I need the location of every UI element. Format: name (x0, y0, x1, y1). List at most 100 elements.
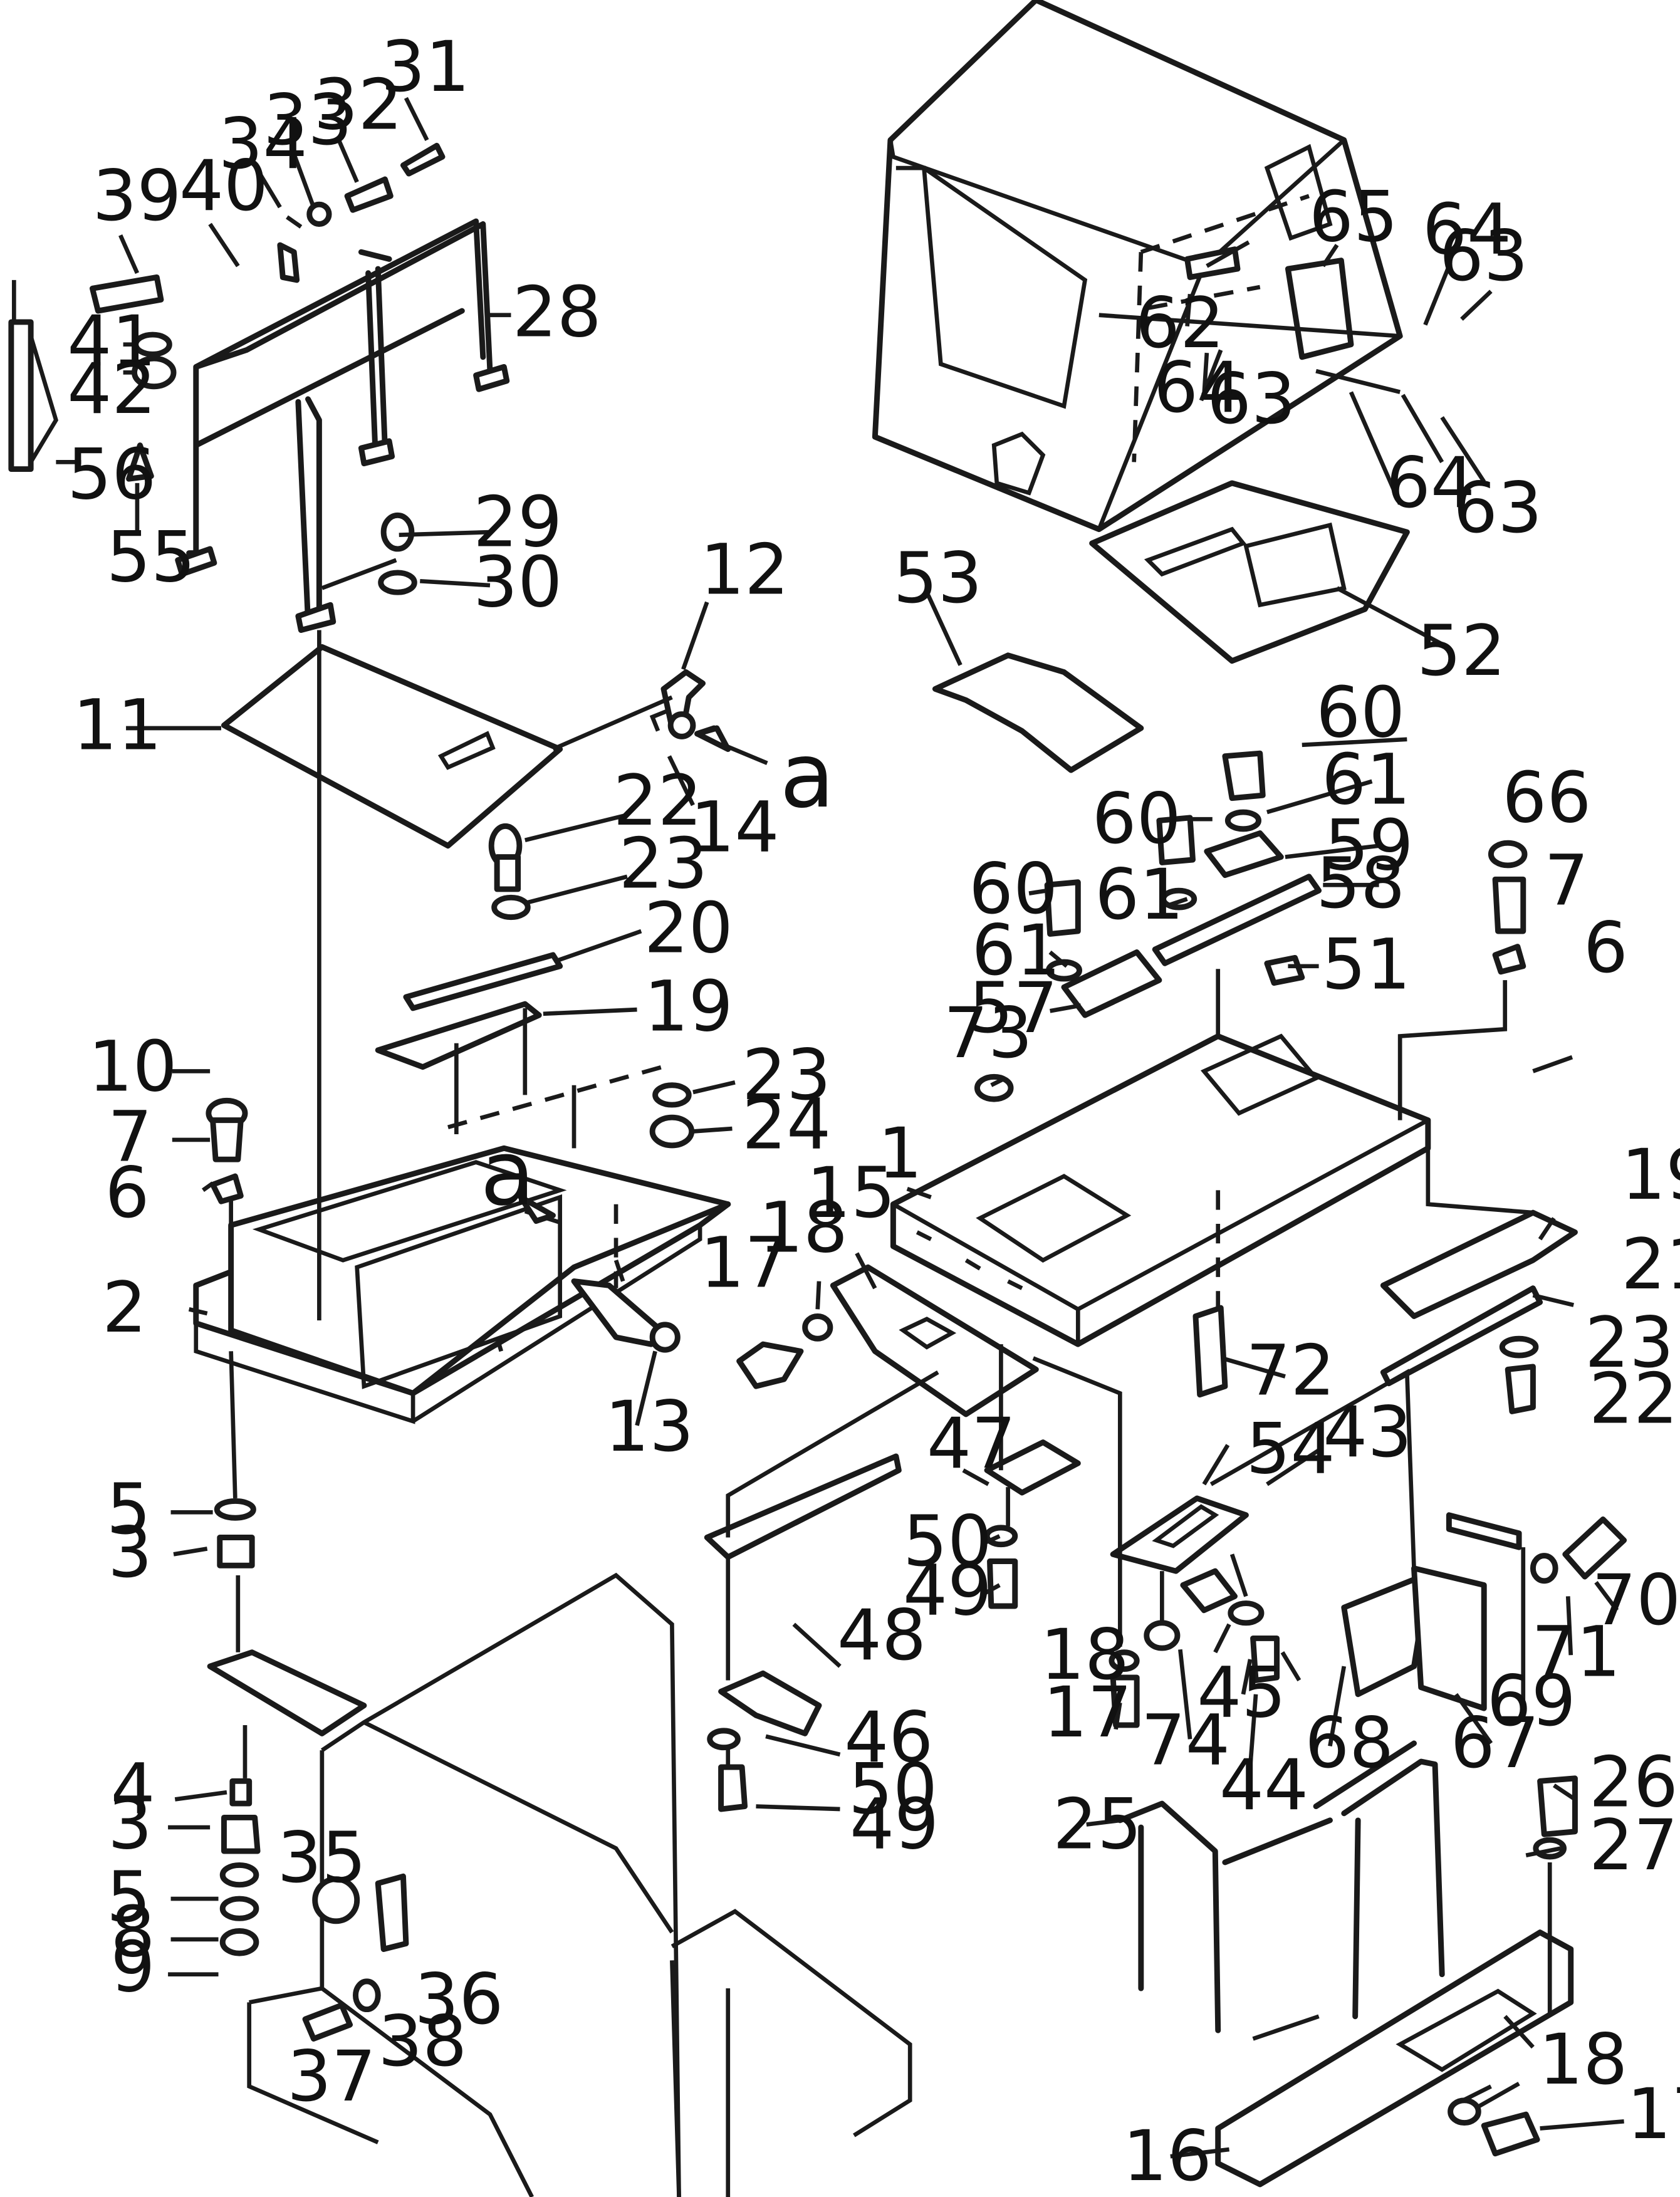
callout-label: 34 (219, 103, 308, 185)
connection-lines (229, 313, 1552, 2102)
callout-label: 49 (850, 1784, 939, 1866)
callout-label: 56 (67, 434, 156, 515)
callout-label: 44 (1219, 1745, 1308, 1826)
callout-label: 2 (102, 1267, 147, 1349)
callout-label: 64 (1422, 189, 1511, 270)
cover-plates-19-20 (375, 952, 563, 1070)
callout-label: 50 (903, 1501, 992, 1582)
callout-label: 45 (1197, 1652, 1286, 1734)
callout-label: 7 (108, 1096, 152, 1177)
callout-label: 58 (1316, 843, 1405, 924)
cab-floor-plates-57-58-59 (1044, 750, 1322, 1018)
callout-label: 29 (473, 481, 562, 563)
callout-label: 27 (1589, 1805, 1678, 1886)
callout-label: 71 (1531, 1612, 1620, 1693)
callout-label: 17 (1627, 2074, 1680, 2155)
callout-label: 22 (1589, 1358, 1678, 1439)
callout-label: 52 (1417, 610, 1506, 692)
callout-label: 28 (513, 271, 602, 353)
callout-label: 48 (837, 1595, 926, 1676)
callout-label: 64 (1386, 442, 1475, 524)
callout-label: 69 (1487, 1661, 1576, 1742)
callout-label: 74 (1141, 1700, 1230, 1782)
callout-label: 33 (263, 80, 352, 161)
callout-label: 4 (110, 1749, 155, 1830)
callout-label: 41 (67, 301, 156, 382)
callout-label: 46 (844, 1697, 933, 1778)
callout-label: 50 (848, 1749, 937, 1830)
callout-label: 60 (1092, 778, 1181, 860)
callout-labels: 1 2 3 3 4 5 5 6 6 7 7 8 9 10 11 12 13 14… (56, 26, 1680, 2197)
callout-label: 5 (107, 1857, 151, 1938)
callout-label: 14 (690, 787, 779, 869)
callout-label: 19 (644, 966, 733, 1048)
pedal-brackets-43-54-74 (1109, 1495, 1280, 1728)
callout-label: 53 (893, 538, 982, 619)
callout-label: 9 (110, 1927, 155, 2008)
callout-label: 23 (1585, 1302, 1674, 1384)
callout-label: 62 (1135, 283, 1224, 364)
plates-67-68-69 (1341, 1512, 1627, 1711)
bracket-53 (932, 652, 1144, 773)
callout-label: 61 (1095, 854, 1184, 936)
callout-label: 6 (105, 1152, 150, 1234)
callout-label: 57 (969, 968, 1058, 1049)
callout-label: 60 (1316, 672, 1405, 753)
callout-label: 67 (1451, 1703, 1540, 1784)
callout-label: 64 (1154, 347, 1243, 429)
callout-label: 37 (287, 2036, 376, 2117)
step-15 (736, 1264, 1039, 1417)
callout-label: 38 (378, 2001, 467, 2082)
callout-label: 36 (414, 1959, 503, 2040)
callout-label: 61 (1322, 739, 1411, 821)
callout-label: 10 (88, 1026, 177, 1108)
floor-cover-plate (221, 644, 563, 849)
callout-label: 18 (1538, 2019, 1627, 2100)
right-side-plates (1380, 840, 1578, 1414)
callout-label: 63 (1439, 216, 1528, 297)
callout-label: 17 (1043, 1672, 1132, 1753)
callout-label: 23 (742, 1035, 831, 1116)
callout-label: 43 (1323, 1392, 1412, 1473)
callout-label: 40 (179, 145, 268, 227)
callout-label: 70 (1592, 1560, 1680, 1641)
callout-label: 17 (700, 1223, 789, 1304)
callout-label: 18 (1040, 1614, 1129, 1696)
callout-label: 3 (108, 1512, 152, 1594)
operator-cab (872, 0, 1410, 664)
callout-label: 73 (944, 993, 1033, 1074)
callout-label: 25 (1053, 1784, 1142, 1866)
callout-label: 23 (619, 823, 708, 905)
seat-mount-hardware (206, 512, 695, 1956)
callout-label: 72 (1246, 1330, 1335, 1412)
callout-label: 7 (1544, 840, 1589, 922)
callout-label: 65 (1309, 176, 1398, 258)
callout-label: 47 (927, 1403, 1016, 1485)
callout-label: 63 (1207, 358, 1296, 440)
callout-label: 51 (1322, 924, 1411, 1006)
callout-label: 19 (1621, 1134, 1680, 1216)
callout-label: 39 (92, 155, 181, 237)
guard-rail-assembly (8, 142, 510, 634)
callout-label: 54 (1246, 1409, 1335, 1490)
lock-and-pin (649, 669, 768, 765)
view-letter: a (780, 723, 835, 828)
callout-label: 63 (1453, 467, 1542, 549)
callout-label: 30 (473, 542, 562, 624)
callout-label: 22 (613, 760, 702, 842)
callout-label: 12 (700, 529, 789, 610)
callout-label: 55 (107, 516, 196, 598)
callout-label: 61 (972, 910, 1061, 991)
callout-label: 21 (1621, 1224, 1680, 1305)
callout-label: 5 (107, 1469, 151, 1550)
callout-label: 18 (759, 1187, 848, 1269)
callout-label: 35 (277, 1817, 366, 1899)
machine-body (207, 1572, 912, 2197)
callout-label: 13 (605, 1386, 694, 1468)
view-letter: a (480, 1121, 535, 1226)
callout-label: 1 (878, 1113, 922, 1194)
callout-label: 24 (742, 1083, 831, 1165)
callout-label: 11 (73, 684, 162, 766)
callout-label: 66 (1502, 758, 1591, 839)
callout-label: 68 (1305, 1703, 1394, 1784)
